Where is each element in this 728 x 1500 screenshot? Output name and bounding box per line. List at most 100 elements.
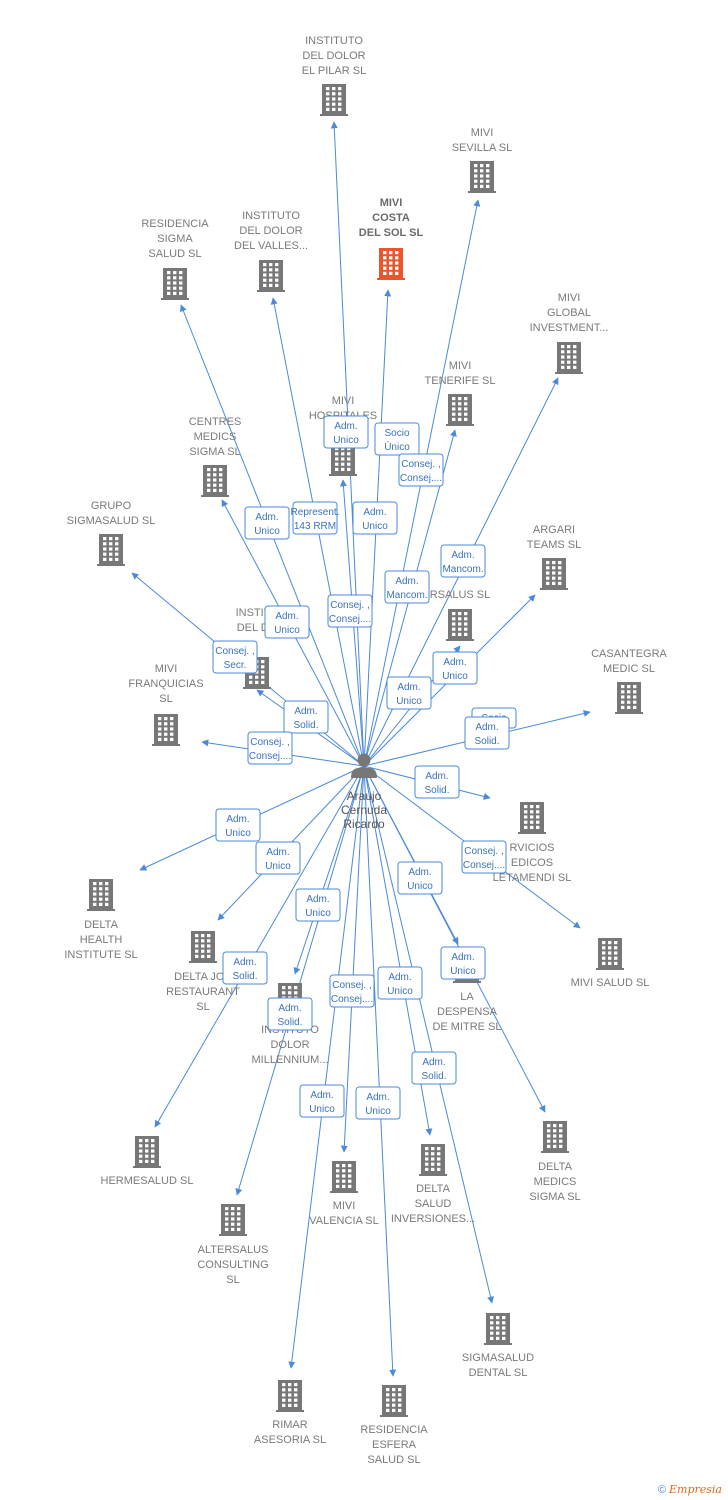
building-icon[interactable] bbox=[446, 394, 474, 426]
building-icon[interactable] bbox=[320, 84, 348, 116]
company-label[interactable]: MEDIC SL bbox=[603, 663, 655, 675]
company-label[interactable]: SALUD SL bbox=[148, 248, 201, 260]
company-label[interactable]: MIVI bbox=[449, 360, 472, 372]
relation-label[interactable]: Adm.Mancom. bbox=[384, 570, 430, 604]
building-icon[interactable] bbox=[419, 1144, 447, 1176]
relation-label[interactable]: Adm.Unico bbox=[299, 1084, 345, 1118]
company-label[interactable]: VALENCIA SL bbox=[309, 1215, 379, 1227]
company-label[interactable]: CENTRES bbox=[189, 416, 242, 428]
company-label[interactable]: INVESTMENT... bbox=[530, 322, 609, 334]
relation-label[interactable]: Adm.Unico bbox=[264, 605, 310, 639]
relation-label[interactable]: Adm.Unico bbox=[255, 841, 301, 875]
company-label[interactable]: CASANTEGRA bbox=[591, 648, 667, 660]
company-label[interactable]: RSALUS SL bbox=[430, 589, 491, 601]
company-label[interactable]: DELTA JOE bbox=[174, 971, 232, 983]
company-label[interactable]: DENTAL SL bbox=[469, 1367, 528, 1379]
company-label[interactable]: SL bbox=[159, 693, 172, 705]
building-icon[interactable] bbox=[380, 1385, 408, 1417]
company-node-centres-medics[interactable]: CENTRES MEDICS SIGMA SL bbox=[189, 416, 242, 497]
company-node-rsalus[interactable]: RSALUS SL bbox=[430, 589, 491, 641]
building-icon[interactable] bbox=[540, 558, 568, 590]
building-icon[interactable] bbox=[87, 879, 115, 911]
company-label[interactable]: SIGMA SL bbox=[189, 446, 240, 458]
company-node-altersalus[interactable]: ALTERSALUS CONSULTING SL bbox=[197, 1204, 269, 1286]
company-label[interactable]: DELTA bbox=[84, 919, 118, 931]
company-label[interactable]: MILLENNIUM... bbox=[251, 1054, 328, 1066]
relation-label[interactable]: Adm.Unico bbox=[244, 506, 290, 540]
company-node-hermesalud[interactable]: HERMESALUD SL bbox=[101, 1136, 194, 1187]
building-icon[interactable] bbox=[189, 931, 217, 963]
company-label[interactable]: MEDICS bbox=[534, 1176, 577, 1188]
company-label[interactable]: INSTITUTO bbox=[305, 35, 363, 47]
relation-label[interactable]: Adm.Unico bbox=[386, 676, 432, 710]
relation-label[interactable]: Adm.Unico bbox=[397, 861, 443, 895]
company-label[interactable]: ESFERA bbox=[372, 1439, 417, 1451]
company-label[interactable]: LA bbox=[460, 991, 474, 1003]
relation-label[interactable]: Adm.Solid. bbox=[414, 765, 460, 799]
company-label[interactable]: LETAMENDI SL bbox=[493, 872, 572, 884]
relation-label[interactable]: Adm.Solid. bbox=[283, 700, 329, 734]
relation-label[interactable]: Consej. ,Consej.... bbox=[398, 453, 444, 487]
company-label[interactable]: GLOBAL bbox=[547, 307, 591, 319]
company-label[interactable]: SEVILLA SL bbox=[452, 142, 513, 154]
building-icon[interactable] bbox=[161, 268, 189, 300]
relation-label[interactable]: Adm.Unico bbox=[215, 808, 261, 842]
company-label[interactable]: ARGARI bbox=[533, 524, 575, 536]
company-label[interactable]: RESIDENCIA bbox=[360, 1424, 428, 1436]
relation-label[interactable]: Adm.Solid. bbox=[222, 951, 268, 985]
company-label[interactable]: SIGMASALUD SL bbox=[67, 515, 156, 527]
company-label[interactable]: FRANQUICIAS bbox=[128, 678, 203, 690]
company-label[interactable]: DELTA bbox=[416, 1183, 450, 1195]
company-label[interactable]: ALTERSALUS bbox=[198, 1244, 269, 1256]
company-node-residencia-esfera[interactable]: RESIDENCIA ESFERA SALUD SL bbox=[360, 1385, 428, 1466]
building-icon[interactable] bbox=[615, 682, 643, 714]
relation-label[interactable]: Consej. ,Consej.... bbox=[247, 731, 293, 765]
company-label[interactable]: COSTA bbox=[372, 212, 410, 224]
company-node-mivi-salud[interactable]: MIVI SALUD SL bbox=[571, 938, 650, 989]
relation-label[interactable]: Adm.Unico bbox=[440, 946, 486, 980]
brand-logo[interactable]: Empresia bbox=[669, 1483, 722, 1496]
company-label[interactable]: MIVI bbox=[333, 1200, 356, 1212]
company-label[interactable]: MIVI bbox=[558, 292, 581, 304]
relation-label[interactable]: Adm.Unico bbox=[352, 501, 398, 535]
company-label[interactable]: INSTITUTE SL bbox=[64, 949, 137, 961]
building-icon[interactable] bbox=[329, 444, 357, 476]
relation-label[interactable]: Adm.Unico bbox=[432, 651, 478, 685]
company-label[interactable]: SL bbox=[226, 1274, 239, 1286]
company-label[interactable]: SIGMA SL bbox=[529, 1191, 580, 1203]
building-icon[interactable] bbox=[446, 609, 474, 641]
company-label[interactable]: INSTITUTO bbox=[242, 210, 300, 222]
company-label[interactable]: HEALTH bbox=[80, 934, 123, 946]
company-label[interactable]: SALUD SL bbox=[367, 1454, 420, 1466]
company-label[interactable]: ASESORIA SL bbox=[254, 1434, 326, 1446]
relation-label[interactable]: Adm.Unico bbox=[355, 1086, 401, 1120]
company-label[interactable]: HERMESALUD SL bbox=[101, 1175, 194, 1187]
building-icon[interactable] bbox=[276, 1380, 304, 1412]
relation-label[interactable]: Consej. ,Consej.... bbox=[329, 974, 375, 1008]
company-label[interactable]: DE MITRE SL bbox=[432, 1021, 501, 1033]
company-node-casantegra[interactable]: CASANTEGRA MEDIC SL bbox=[591, 648, 668, 714]
company-label[interactable]: RVICIOS bbox=[509, 842, 554, 854]
person-name-label[interactable]: Araujo bbox=[347, 789, 382, 803]
company-label[interactable]: MEDICS bbox=[194, 431, 237, 443]
building-icon[interactable] bbox=[596, 938, 624, 970]
company-label[interactable]: CONSULTING bbox=[197, 1259, 268, 1271]
company-node-rimar[interactable]: RIMAR ASESORIA SL bbox=[254, 1380, 326, 1446]
company-label[interactable]: DEL DOLOR bbox=[239, 225, 302, 237]
relation-label[interactable]: Adm.Unico bbox=[323, 415, 369, 449]
company-node-delta-salud[interactable]: DELTASALUDINVERSIONES... bbox=[391, 1144, 475, 1225]
company-label[interactable]: RIMAR bbox=[272, 1419, 308, 1431]
